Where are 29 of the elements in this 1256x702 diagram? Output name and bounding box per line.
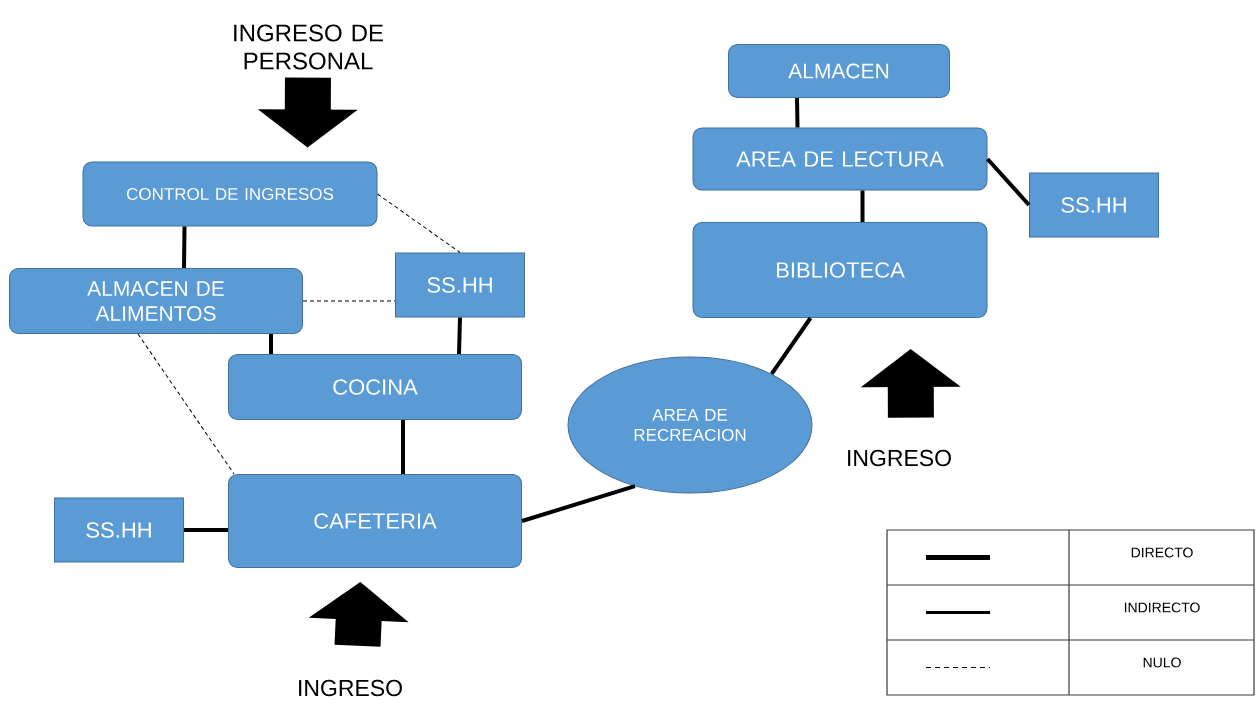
dashed-line — [302, 300, 396, 302]
connector-line — [269, 334, 273, 354]
connector-line — [986, 157, 1031, 207]
area-box: SS.HH — [54, 497, 184, 563]
legend-label: NULO — [1143, 657, 1181, 668]
connector-line — [182, 226, 187, 269]
area-box: SS.HH — [1029, 172, 1159, 238]
legend-label: DIRECTO — [1131, 547, 1193, 558]
area-box: ALMACEN DE ALIMENTOS — [9, 268, 303, 334]
area-box: SS.HH — [395, 252, 525, 318]
area-box: CAFETERIA — [228, 474, 522, 568]
connector-line — [860, 190, 865, 222]
entrance-label: INGRESO — [848, 449, 951, 467]
legend-label: INDIRECTO — [1124, 602, 1200, 613]
connector-line — [184, 528, 228, 532]
area-box: AREA DE LECTURA — [692, 127, 988, 191]
connector-line — [770, 316, 813, 376]
connector-line — [795, 97, 800, 128]
dashed-line — [377, 193, 461, 253]
connector-line — [521, 484, 636, 523]
connector-line — [457, 317, 462, 355]
area-box: COCINA — [228, 354, 522, 420]
area-box: CONTROL DE INGRESOS — [82, 161, 378, 227]
entrance-label: INGRESO — [299, 679, 402, 697]
connector-line — [401, 420, 405, 474]
area-box: BIBLIOTECA — [692, 222, 988, 318]
dashed-line — [137, 333, 235, 475]
area-box: ALMACEN — [728, 44, 950, 98]
entrance-label: INGRESO DE PERSONAL — [234, 24, 383, 70]
